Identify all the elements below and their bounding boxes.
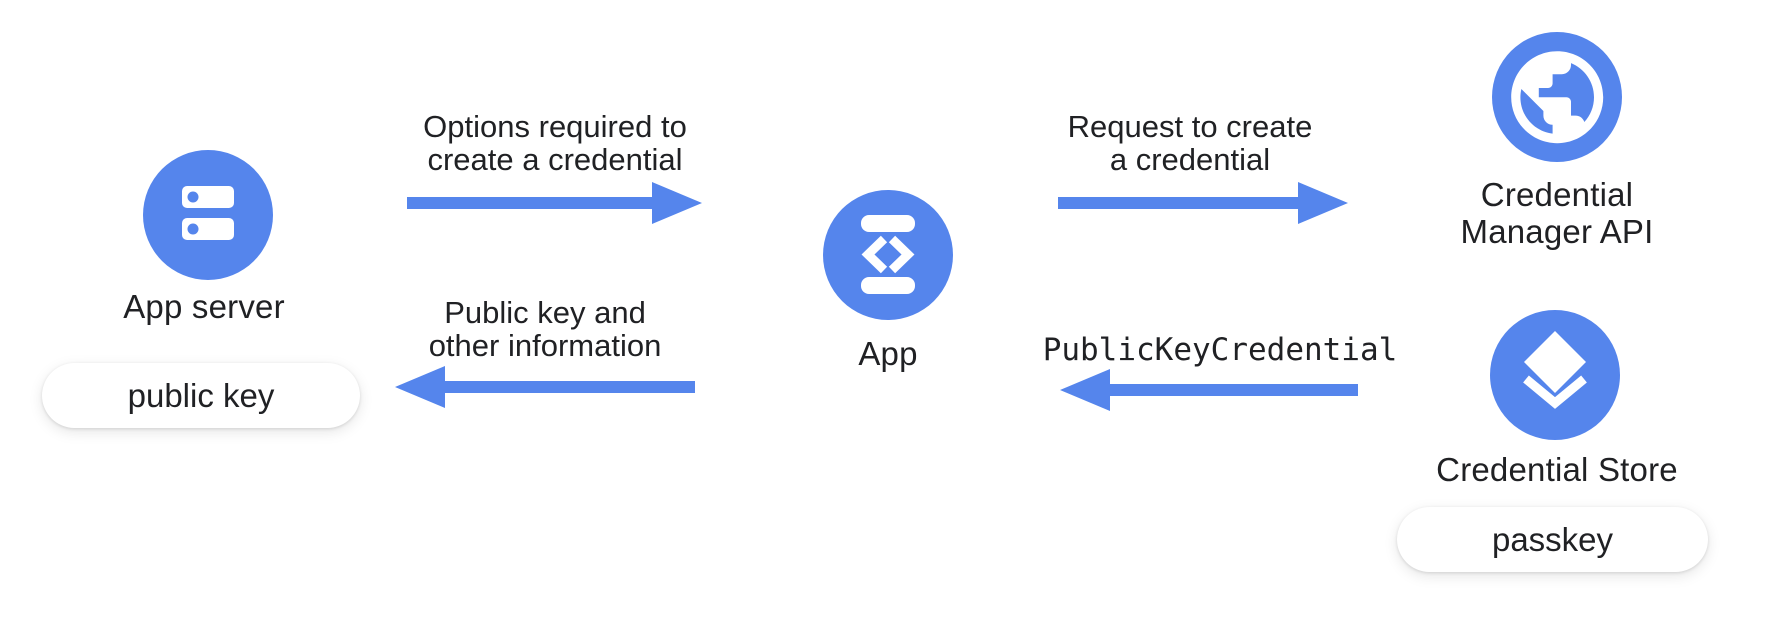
credential-store-node — [1490, 310, 1620, 440]
arrow-left-publickey-info — [395, 365, 695, 409]
flow-request-label: Request to create a credential — [1067, 109, 1313, 177]
app-server-label: App server — [123, 288, 285, 325]
credential-store-label: Credential Store — [1436, 451, 1678, 488]
credential-manager-node — [1492, 32, 1622, 162]
passkey-badge: passkey — [1397, 507, 1708, 572]
arrow-left-publickeycredential — [1060, 368, 1358, 412]
layers-icon — [1523, 331, 1587, 409]
flow-publickeycredential-label: PublicKeyCredential — [1042, 332, 1398, 368]
arrow-right-options — [407, 181, 702, 225]
credential-manager-label: Credential Manager API — [1460, 176, 1654, 250]
app-node — [823, 190, 953, 320]
app-label: App — [858, 335, 918, 372]
arrow-right-request — [1058, 181, 1348, 225]
globe-icon — [1511, 51, 1604, 144]
public-key-badge: public key — [42, 363, 360, 428]
passkey-badge-text: passkey — [1491, 520, 1614, 558]
app-server-node — [143, 150, 273, 280]
flow-publickey-info-label: Public key and other information — [428, 295, 662, 363]
public-key-badge-text: public key — [127, 376, 275, 414]
phone-code-icon — [861, 215, 915, 294]
flow-options-label: Options required to create a credential — [423, 109, 687, 177]
server-icon — [182, 186, 234, 240]
